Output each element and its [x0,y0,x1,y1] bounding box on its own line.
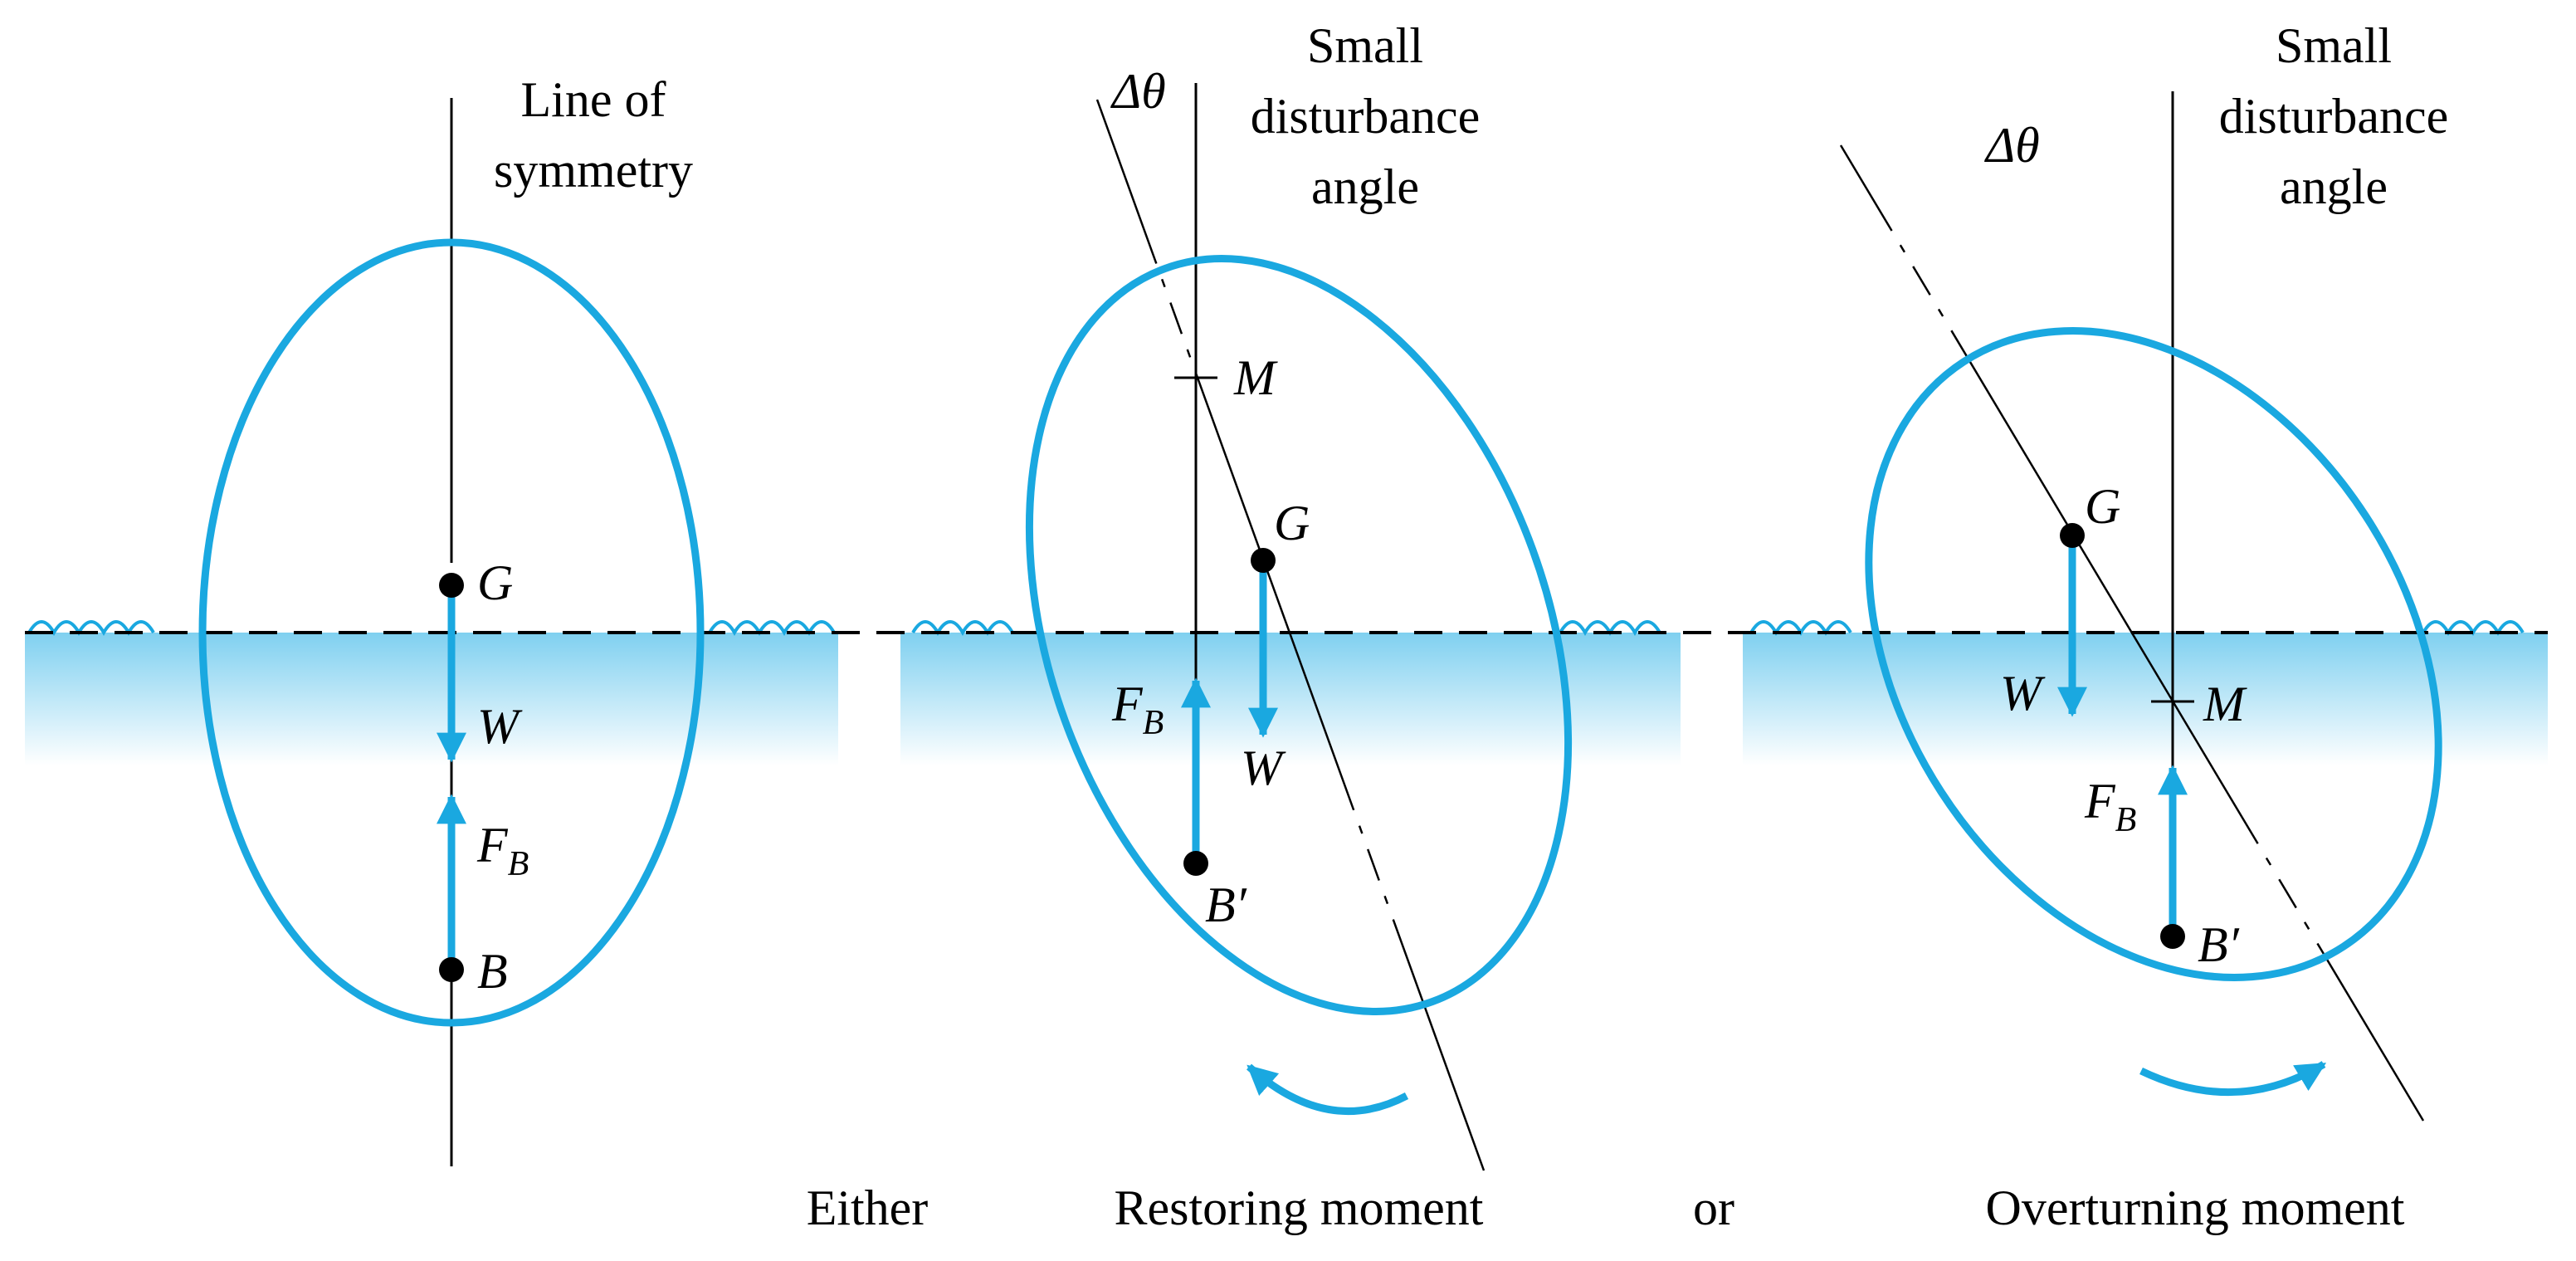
center-of-gravity-point [439,573,464,598]
floating-body-tilted [1025,255,1573,1015]
restoring-moment-arrow [1247,1063,1409,1115]
label-fb: FB [2084,774,2136,839]
caption-or: or [1693,1180,1734,1235]
label-fb: FB [476,818,529,883]
note-line2: disturbance [2219,89,2449,144]
tilted-symmetry-axis [1095,99,1486,1171]
wave-ripples-1 [27,620,836,636]
label-m: M [2203,677,2247,731]
caption-restoring: Restoring moment [1115,1180,1484,1235]
center-of-buoyancy-point [2160,924,2185,949]
angle-label: Δθ [1984,118,2040,173]
label-w: W [1241,740,1286,795]
panel-upright: Line of symmetry G W FB B [198,72,705,1166]
caption-overturning: Overturning moment [1986,1180,2405,1235]
caption-either: Either [807,1180,929,1235]
panel-restoring: Δθ Small disturbance angle M G W FB B′ [1025,18,1573,1171]
label-b-prime: B′ [1205,877,1247,932]
overturning-moment-arrow [2139,1061,2327,1097]
center-of-gravity-point [2060,523,2085,548]
label-b-prime: B′ [2198,917,2240,972]
label-fb-main: F [476,818,509,872]
angle-label: Δθ [1110,64,1166,119]
floating-body [198,238,705,1027]
label-fb-sub: B [2115,801,2137,839]
axis-label-line1: Line of [521,72,666,127]
label-fb-sub: B [1143,704,1164,742]
label-fb-main: F [1111,677,1144,731]
label-g: G [2085,479,2120,534]
panel-overturning: Δθ Small disturbance angle G W M FB B′ [1839,18,2449,1122]
note-line2: disturbance [1251,89,1481,144]
note-line3: angle [1311,159,1419,214]
water-body-1 [25,633,838,765]
note-line1: Small [1307,18,1423,73]
label-g: G [477,555,513,610]
note-line1: Small [2276,18,2392,73]
label-fb-main: F [2084,774,2116,828]
floating-body-tilted [1865,327,2442,981]
center-of-gravity-point [1251,548,1276,573]
label-g: G [1274,496,1310,550]
center-of-buoyancy-point [1183,851,1208,876]
axis-label-line2: symmetry [494,143,693,198]
label-w: W [477,699,523,754]
label-w: W [2000,666,2046,721]
water-body-2 [900,633,1681,765]
label-b: B [477,944,508,999]
note-line3: angle [2280,159,2388,214]
label-fb-sub: B [508,845,529,883]
center-of-buoyancy-point [439,957,464,982]
label-fb: FB [1111,677,1164,742]
bottom-captions: Either Restoring moment or Overturning m… [807,1180,2405,1235]
label-m: M [1233,350,1278,405]
